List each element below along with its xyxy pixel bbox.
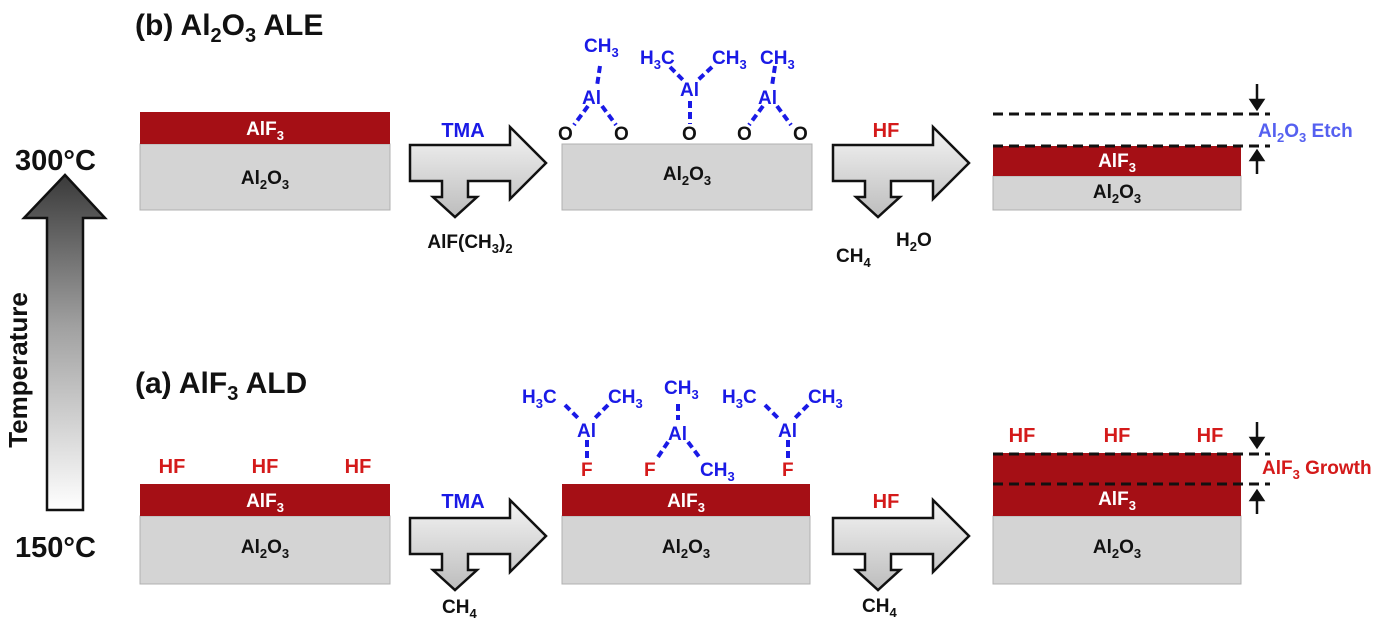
molecule-labels: H3C CH3 Al F CH3 Al F CH3 H3C CH3 Al F [522, 378, 843, 484]
surface-molecules [572, 65, 793, 127]
substrate-block [139, 143, 391, 211]
panel-b-step2: HF CH4 H2O [831, 120, 971, 270]
temperature-label: Temperature [3, 292, 33, 448]
molecule-labels: CH3 Al O O H3C CH3 Al O CH3 Al O O [558, 36, 808, 145]
al2o3-substrate-label: Al2O3 [663, 164, 711, 188]
ch4-byproduct-label: CH4 [442, 597, 477, 621]
surface-molecules [563, 403, 810, 462]
methyl-group: H3C [522, 387, 557, 411]
panel-a-step2: HF CH4 [831, 491, 971, 620]
methyl-group: H3C [640, 48, 675, 72]
thickness-arrow-up [1248, 148, 1266, 174]
hf-surface-species: HF [1009, 425, 1036, 447]
substrate-block [992, 175, 1242, 211]
reaction-arrow [831, 496, 971, 592]
substrate-block [561, 515, 811, 585]
aluminum-atom: Al [582, 88, 601, 109]
panel-a-stage3: HF HF HF AlF3 Al2O3 AlF3 Growth [992, 422, 1372, 585]
panel-b-step1: TMA AlF(CH3)2 [408, 120, 548, 256]
ch4-byproduct-label: CH4 [836, 246, 871, 270]
reaction-arrow [831, 123, 971, 219]
oxygen-atom: O [614, 124, 629, 145]
substrate-block [561, 143, 813, 211]
panel-b-stage3: AlF3 Al2O3 Al2O3 Etch [992, 84, 1353, 211]
temperature-axis: Temperature 300°C 150°C [3, 145, 108, 564]
hf-surface-species: HF [159, 456, 186, 478]
substrate-block [992, 515, 1242, 585]
alf3-layer [140, 112, 390, 144]
panel-b-title: (b) Al2O3 ALE [135, 9, 323, 47]
methyl-group: CH3 [700, 460, 735, 484]
al2o3-substrate-label: Al2O3 [1093, 182, 1141, 206]
oxygen-atom: O [682, 124, 697, 145]
temperature-low-label: 150°C [15, 532, 96, 564]
thickness-arrow-down [1248, 84, 1266, 112]
hf-surface-species: HF [252, 456, 279, 478]
alf3-layer-label: AlF3 [1098, 151, 1136, 175]
panel-b-stage2: Al2O3 CH3 Al O O H3C [558, 36, 813, 211]
panel-a-stage1: HF HF HF AlF3 Al2O3 [139, 456, 391, 585]
hf-reactant-label: HF [873, 120, 900, 142]
byproduct-label: AlF(CH3)2 [427, 232, 512, 256]
panel-a-title: (a) AlF3 ALD [135, 367, 307, 405]
panel-a: (a) AlF3 ALD HF HF HF AlF3 Al2O3 TMA CH4… [135, 367, 1372, 621]
oxygen-atom: O [558, 124, 573, 145]
panel-b: (b) Al2O3 ALE AlF3 Al2O3 TMA AlF(CH3)2 A… [135, 9, 1353, 270]
aluminum-atom: Al [778, 421, 797, 442]
tma-reactant-label: TMA [441, 120, 484, 142]
alf3-growth-label: AlF3 Growth [1262, 458, 1372, 482]
methyl-group: CH3 [712, 48, 747, 72]
hf-surface-species: HF [1104, 425, 1131, 447]
alf3-layer-label: AlF3 [667, 491, 705, 515]
oxygen-atom: O [737, 124, 752, 145]
alf3-layer-label: AlF3 [246, 119, 284, 143]
al2o3-substrate-label: Al2O3 [1093, 537, 1141, 561]
alf3-layer [993, 146, 1241, 176]
fluorine-atom: F [581, 460, 593, 481]
reaction-arrow [408, 123, 548, 219]
alf3-layer-label: AlF3 [1098, 489, 1136, 513]
hf-reactant-label: HF [873, 491, 900, 513]
al2o3-substrate-label: Al2O3 [241, 168, 289, 192]
aluminum-atom: Al [680, 80, 699, 101]
al2o3-etch-label: Al2O3 Etch [1258, 121, 1353, 145]
temperature-arrow [21, 173, 108, 512]
h2o-byproduct-label: H2O [896, 230, 932, 254]
thickness-arrow-down [1248, 422, 1266, 450]
alf3-layer-label: AlF3 [246, 491, 284, 515]
panel-a-step1: TMA CH4 [408, 491, 548, 621]
panel-b-stage1: AlF3 Al2O3 [139, 112, 391, 211]
hf-surface-species: HF [345, 456, 372, 478]
tma-reactant-label: TMA [441, 491, 484, 513]
aluminum-atom: Al [758, 88, 777, 109]
ch4-byproduct-label: CH4 [862, 596, 897, 620]
methyl-group: CH3 [760, 48, 795, 72]
substrate-block [139, 515, 391, 585]
alf3-layer [562, 484, 810, 516]
thickness-arrow-up [1248, 488, 1266, 514]
alf3-layer [140, 484, 390, 516]
fluorine-atom: F [782, 460, 794, 481]
al2o3-substrate-label: Al2O3 [662, 537, 710, 561]
panel-a-stage2: AlF3 Al2O3 H3C CH3 Al F [522, 378, 843, 585]
methyl-group: CH3 [584, 36, 619, 60]
aluminum-atom: Al [577, 421, 596, 442]
temperature-high-label: 300°C [15, 145, 96, 177]
methyl-group: CH3 [608, 387, 643, 411]
fluorine-atom: F [644, 460, 656, 481]
oxygen-atom: O [793, 124, 808, 145]
aluminum-atom: Al [668, 424, 687, 445]
hf-surface-species: HF [1197, 425, 1224, 447]
methyl-group: CH3 [808, 387, 843, 411]
al2o3-substrate-label: Al2O3 [241, 537, 289, 561]
methyl-group: H3C [722, 387, 757, 411]
reaction-arrow [408, 496, 548, 592]
methyl-group: CH3 [664, 378, 699, 402]
